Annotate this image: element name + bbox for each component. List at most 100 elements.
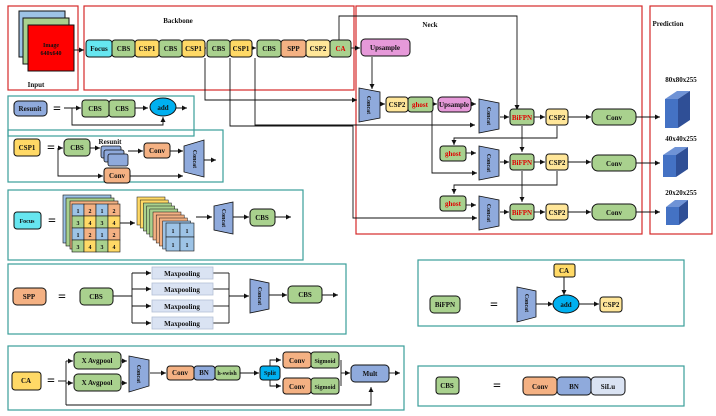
backbone-block-label: CSP2 — [310, 45, 327, 53]
ca-xavgpool-1 — [73, 351, 122, 370]
output-cube-40 — [663, 147, 688, 177]
svg-text:Concat: Concat — [135, 365, 141, 383]
neck-csp2-label: CSP2 — [389, 101, 406, 109]
svg-text:=: = — [47, 374, 55, 389]
svg-text:Conv: Conv — [606, 114, 622, 122]
svg-text:CA: CA — [21, 377, 31, 385]
ca-branch-2-sigmoid — [310, 377, 340, 395]
focus-grid-cell-label: 4 — [89, 245, 92, 251]
svg-text:=: = — [490, 298, 498, 313]
svg-text:Conv: Conv — [606, 209, 622, 217]
output-cube-80 — [665, 91, 690, 128]
svg-text:SPP: SPP — [23, 293, 36, 301]
bifpn-definition: BiFPN = Concat CA add CSP2 — [429, 263, 623, 323]
upsample-mid — [437, 96, 472, 113]
svg-text:CBS: CBS — [440, 382, 454, 390]
focus-grid-cell-label: 1 — [77, 233, 80, 239]
svg-text:=: = — [47, 141, 55, 156]
spp-definition: SPP = CBS MaxpoolingMaxpoolingMaxpooling… — [12, 266, 338, 330]
spp-maxpool-3 — [151, 299, 214, 313]
svg-text:Concat: Concat — [191, 150, 197, 168]
svg-text:X Avgpool: X Avgpool — [82, 379, 113, 387]
focus-grid-cell-label: 3 — [77, 245, 80, 251]
concat-2: Concat — [478, 98, 500, 134]
concat-1: Concat — [358, 87, 381, 123]
svg-text:CBS: CBS — [298, 291, 312, 299]
ca-xavgpool-2 — [73, 373, 122, 392]
ca-hswish — [214, 365, 241, 381]
svg-text:X Avgpool: X Avgpool — [82, 357, 113, 365]
spp-label-box — [12, 287, 47, 306]
resunit-definition: Resunit = CBS CBS add — [13, 97, 187, 126]
focus-grid-cell-label: 2 — [89, 233, 92, 239]
spp-maxpool-2 — [151, 282, 214, 296]
connectors — [200, 15, 660, 221]
svg-text:Concat: Concat — [523, 294, 529, 312]
spp-maxpool-label: Maxpooling — [164, 286, 200, 294]
svg-text:CSP2: CSP2 — [549, 114, 566, 122]
neck-conv-2 — [591, 154, 637, 172]
svg-text:BiFPN: BiFPN — [512, 209, 532, 217]
svg-text:CBS: CBS — [89, 293, 103, 301]
input-section — [7, 5, 79, 91]
focus-definition-panel — [7, 189, 304, 261]
focus-slice-cell-label: 1 — [186, 229, 189, 235]
neck-ghost-2 — [439, 145, 467, 162]
svg-text:BN: BN — [569, 383, 579, 391]
output-cube-20 — [666, 200, 688, 225]
input-image-stack: Image 640x640 — [18, 10, 75, 72]
svg-text:add: add — [560, 301, 571, 309]
focus-grid-cell-label: 4 — [113, 221, 116, 227]
output-label-80: 80x80x255 — [665, 76, 697, 84]
resunit-add — [149, 97, 177, 117]
svg-text:CSP2: CSP2 — [549, 159, 566, 167]
cbs-definition-panel — [417, 365, 685, 407]
input-image — [27, 24, 75, 72]
resunit-label-box — [13, 100, 48, 117]
ca-branch-1-sigmoid — [310, 351, 340, 369]
cbs-definition: CBS = Conv BN SiLu — [435, 376, 626, 396]
backbone-block-label: CBS — [117, 45, 131, 53]
csp1-resunit-label: Resunit — [99, 138, 123, 146]
svg-text:Conv: Conv — [606, 160, 622, 168]
spp-maxpool-1 — [151, 266, 214, 280]
focus-grid-cell-label: 2 — [89, 209, 92, 215]
ca-label-box — [11, 371, 42, 391]
focus-grid-cell-label: 4 — [113, 245, 116, 251]
focus-slice-cell-label: 1 — [172, 229, 175, 235]
svg-text:Resunit: Resunit — [19, 105, 43, 113]
neck-csp2-out-1 — [545, 108, 569, 126]
ca-split — [259, 365, 281, 381]
svg-text:=: = — [493, 379, 501, 394]
output-label-20: 20x20x255 — [665, 189, 697, 197]
svg-text:Sigmoid: Sigmoid — [314, 385, 336, 391]
svg-text:CSP2: CSP2 — [603, 301, 620, 309]
ca-mult — [350, 364, 390, 383]
svg-text:Concat: Concat — [485, 154, 491, 172]
svg-text:Concat: Concat — [256, 287, 262, 305]
svg-text:Focus: Focus — [20, 219, 36, 225]
svg-text:Conv: Conv — [109, 172, 125, 180]
backbone-block-label: CBS — [212, 45, 226, 53]
concat-3: Concat — [478, 145, 500, 181]
spp-maxpool-label: Maxpooling — [164, 320, 200, 328]
spp-definition-panel — [7, 263, 347, 335]
svg-text:Sigmoid: Sigmoid — [314, 359, 336, 365]
neck-title: Neck — [422, 21, 437, 29]
focus-slice-cell-label: 1 — [186, 243, 189, 249]
svg-text:=: = — [58, 290, 66, 305]
cbs-label-box — [435, 376, 460, 395]
svg-text:add: add — [157, 104, 168, 112]
neck-conv-1 — [591, 108, 637, 126]
ca-concat: Concat — [128, 355, 150, 393]
focus-grid-cell-label: 4 — [89, 221, 92, 227]
prediction-outputs: 80x80x255 40x40x255 20x20x255 — [663, 76, 697, 225]
focus-grid-cell-label: 2 — [113, 233, 116, 239]
svg-text:Conv: Conv — [532, 383, 548, 391]
svg-text:ghost: ghost — [445, 200, 462, 208]
bifpn-label-box — [429, 295, 461, 314]
